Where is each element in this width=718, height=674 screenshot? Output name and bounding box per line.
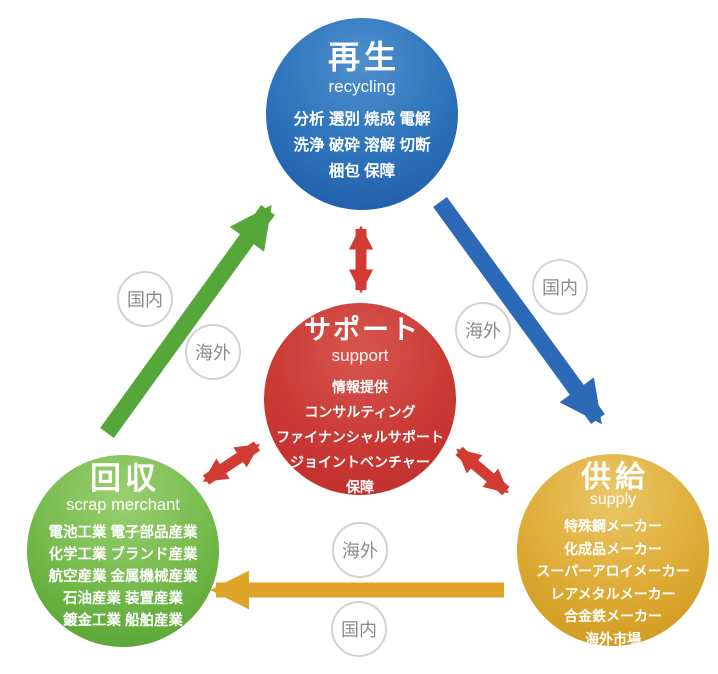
list-item: 合金鉄メーカー: [564, 608, 662, 624]
node-supply-title: 供給: [581, 461, 649, 494]
route-badge-domestic-right: 国内: [532, 259, 588, 315]
node-recycle: 再生 recycling 分析 選別 焼成 電解 洗浄 破砕 溶解 切断 梱包 …: [266, 18, 458, 210]
list-item: ジョイントベンチャー: [290, 453, 430, 470]
node-support-title: サポート: [304, 315, 420, 345]
node-support-subtitle: support: [331, 345, 389, 365]
list-item: 化成品メーカー: [564, 540, 662, 557]
list-item: 洗浄 破砕 溶解 切断: [293, 137, 431, 155]
route-badge-label: 海外: [342, 541, 378, 561]
list-item: 航空産業 金属機械産業: [48, 569, 198, 586]
route-badge-label: 海外: [195, 343, 231, 363]
node-support-items: 情報提供 コンサルティング ファイナンシャルサポート ジョイントベンチャー 保障: [276, 375, 444, 500]
list-item: 梱包 保障: [328, 163, 396, 181]
list-item: ファイナンシャルサポート: [276, 428, 444, 445]
node-recycle-items: 分析 選別 焼成 電解 洗浄 破砕 溶解 切断 梱包 保障: [294, 107, 431, 185]
list-item: スーパーアロイメーカー: [536, 563, 690, 579]
list-item: 保障: [345, 478, 374, 495]
route-badge-overseas-left: 海外: [185, 324, 241, 380]
arrow-recycle-to-supply: [433, 196, 605, 425]
list-item: 化学工業 ブランド産業: [48, 547, 198, 564]
list-item: コンサルティング: [304, 403, 416, 420]
list-item: 海外市場: [585, 630, 641, 647]
list-item: 分析 選別 焼成 電解: [293, 111, 431, 129]
node-support: サポート support 情報提供 コンサルティング ファイナンシャルサポート …: [264, 303, 456, 495]
list-item: 電池工業 電子部品産業: [48, 525, 198, 542]
node-supply-items: 特殊鋼メーカー 化成品メーカー スーパーアロイメーカー レアメタルメーカー 合金…: [536, 515, 689, 650]
route-badge-label: 海外: [465, 321, 501, 341]
route-badge-label: 国内: [542, 278, 578, 298]
list-item: 特殊鋼メーカー: [564, 518, 662, 534]
arrow-support-supply: [455, 446, 510, 496]
node-collect-items: 電池工業 電子部品産業 化学工業 ブランド産業 航空産業 金属機械産業 石油産業…: [48, 522, 197, 632]
route-badge-domestic-left: 国内: [117, 271, 173, 327]
route-badge-label: 国内: [127, 290, 163, 310]
node-supply-subtitle: supply: [589, 491, 637, 508]
node-recycle-title: 再生: [327, 39, 400, 75]
node-collect-title: 回収: [90, 461, 160, 496]
node-collect-subtitle: scrap merchant: [66, 496, 180, 515]
node-recycle-subtitle: recycling: [328, 77, 396, 97]
list-item: 情報提供: [331, 378, 388, 395]
arrow-support-collect: [202, 441, 261, 485]
list-item: レアメタルメーカー: [550, 585, 676, 602]
arrow-collect-to-recycle: [100, 204, 275, 438]
list-item: 鍍金工業 船舶産業: [62, 613, 184, 630]
route-badge-domestic-bottom: 国内: [331, 601, 387, 657]
route-badge-label: 国内: [341, 620, 377, 640]
node-collect: 回収 scrap merchant 電池工業 電子部品産業 化学工業 ブランド産…: [27, 455, 219, 647]
list-item: 石油産業 装置産業: [62, 591, 184, 608]
node-supply: 供給 supply 特殊鋼メーカー 化成品メーカー スーパーアロイメーカー レア…: [517, 454, 709, 647]
route-badge-overseas-right: 海外: [455, 302, 511, 358]
route-badge-overseas-bottom: 海外: [332, 522, 388, 578]
